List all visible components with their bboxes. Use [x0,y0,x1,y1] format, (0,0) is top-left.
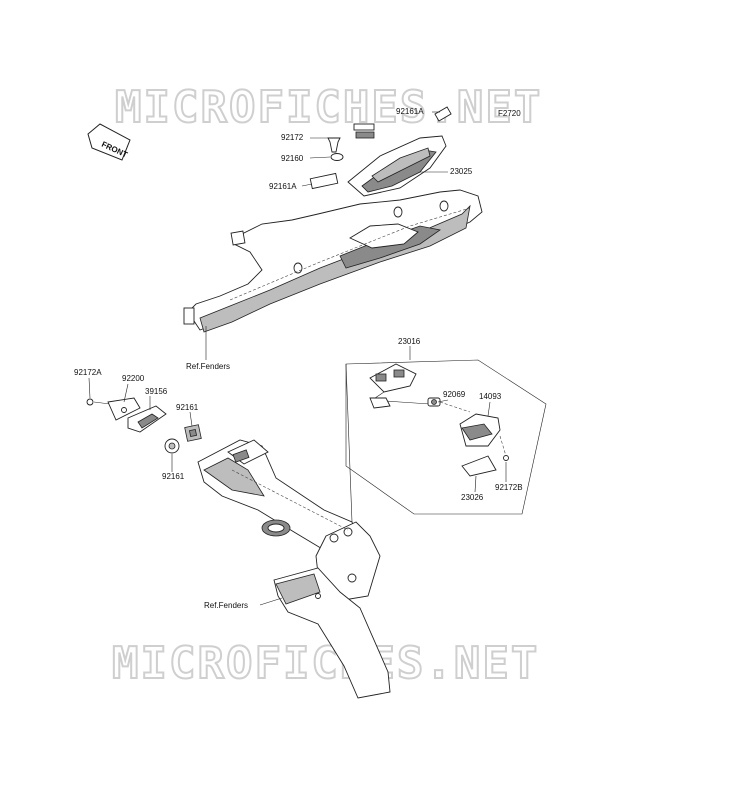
label-92172: 92172 [281,133,304,142]
label-39156: 39156 [145,387,168,396]
label-14093: 14093 [479,392,502,401]
label-ref-fenders-bottom: Ref.Fenders [204,601,248,610]
license-lamp-group-box [345,359,547,523]
label-23026: 23026 [461,493,484,502]
license-lamp-parts [369,363,509,477]
label-ref-fenders-top: Ref.Fenders [186,362,230,371]
tail-light-23025 [347,135,447,197]
label-92200: 92200 [122,374,145,383]
watermark-bottom: MICROFICHES.NET [112,638,539,689]
label-92161a-top: 92161A [396,107,424,116]
label-92172a: 92172A [74,368,102,377]
label-92069: 92069 [443,390,466,399]
label-92161-lower: 92161 [162,472,185,481]
label-23016: 23016 [398,337,421,346]
label-92160: 92160 [281,154,304,163]
rear-fender-license-bracket [197,439,391,699]
label-92172b: 92172B [495,483,523,492]
watermark-top: MICROFICHES.NET [115,82,542,133]
label-92161-upper: 92161 [176,403,199,412]
label-92161a-mid: 92161A [269,182,297,191]
figure-code: F2720 [498,109,521,118]
tail-tray-assembly [183,189,483,333]
label-23025: 23025 [450,167,473,176]
small-top-parts [309,106,452,190]
left-hardware-group [86,397,202,454]
front-direction-badge: FRONT [87,123,131,161]
